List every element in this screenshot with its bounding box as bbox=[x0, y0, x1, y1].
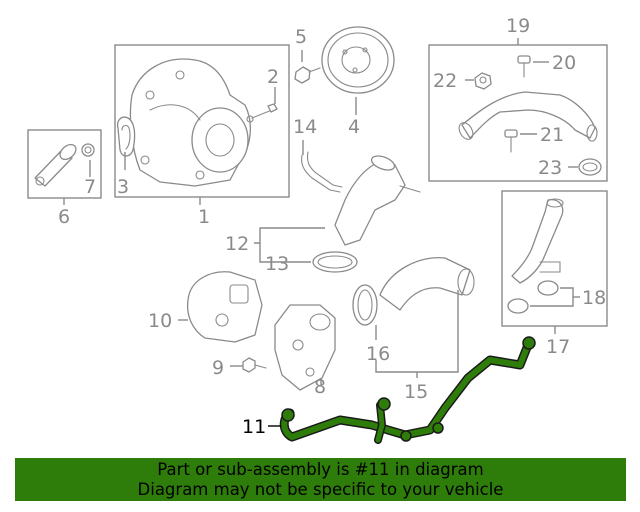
callout-20: 20 bbox=[552, 52, 576, 74]
callout-23: 23 bbox=[538, 157, 562, 179]
bolt-9[interactable] bbox=[242, 357, 267, 373]
pipe-17[interactable] bbox=[511, 198, 564, 284]
bolt-5[interactable] bbox=[294, 66, 321, 84]
callout-10: 10 bbox=[148, 310, 172, 332]
banner-line-1: Part or sub-assembly is #11 in diagram bbox=[157, 460, 484, 479]
bolt-2[interactable] bbox=[246, 103, 278, 123]
callout-14: 14 bbox=[293, 116, 317, 138]
callout-5: 5 bbox=[295, 26, 307, 48]
o-ring-7[interactable] bbox=[81, 143, 95, 157]
sensor-6[interactable] bbox=[34, 142, 79, 187]
bolt-21[interactable] bbox=[504, 129, 518, 153]
callout-16: 16 bbox=[366, 343, 390, 365]
thermostat-housing-10[interactable] bbox=[186, 271, 263, 343]
callout-22: 22 bbox=[433, 70, 457, 92]
bolt-20[interactable] bbox=[517, 55, 531, 78]
callout-8: 8 bbox=[314, 376, 326, 398]
o-ring-23[interactable] bbox=[578, 158, 602, 176]
callout-12: 12 bbox=[225, 233, 249, 255]
pipe-19[interactable] bbox=[456, 91, 598, 142]
callout-13: 13 bbox=[265, 253, 289, 275]
pulley-4[interactable] bbox=[321, 26, 395, 94]
callout-17: 17 bbox=[546, 336, 570, 358]
gasket-3[interactable] bbox=[116, 116, 136, 157]
nut-22[interactable] bbox=[474, 72, 492, 90]
clamp-16[interactable] bbox=[352, 284, 378, 326]
tube-14[interactable] bbox=[301, 151, 343, 193]
o-ring-18b[interactable] bbox=[507, 298, 529, 314]
callout-4: 4 bbox=[348, 116, 360, 138]
callout-2: 2 bbox=[267, 66, 279, 88]
coolant-hose-11[interactable] bbox=[279, 336, 536, 444]
part-1-group-box bbox=[114, 44, 290, 198]
callout-3: 3 bbox=[117, 176, 129, 198]
outlet-housing-12[interactable] bbox=[334, 153, 421, 246]
info-banner: Part or sub-assembly is #11 in diagram D… bbox=[15, 458, 626, 501]
clamp-13[interactable] bbox=[312, 251, 358, 273]
water-pump-housing[interactable] bbox=[129, 58, 251, 187]
hose-15[interactable] bbox=[379, 256, 475, 311]
callout-7: 7 bbox=[84, 176, 96, 198]
callout-1: 1 bbox=[198, 206, 210, 228]
callout-15: 15 bbox=[404, 381, 428, 403]
callout-19: 19 bbox=[506, 15, 530, 37]
callout-9: 9 bbox=[212, 357, 224, 379]
banner-line-2: Diagram may not be specific to your vehi… bbox=[137, 480, 504, 499]
callout-21: 21 bbox=[540, 124, 564, 146]
callout-11: 11 bbox=[242, 416, 266, 438]
o-ring-18a[interactable] bbox=[537, 280, 559, 296]
housing-8[interactable] bbox=[274, 304, 336, 391]
callout-6: 6 bbox=[58, 206, 70, 228]
callout-18: 18 bbox=[582, 287, 606, 309]
